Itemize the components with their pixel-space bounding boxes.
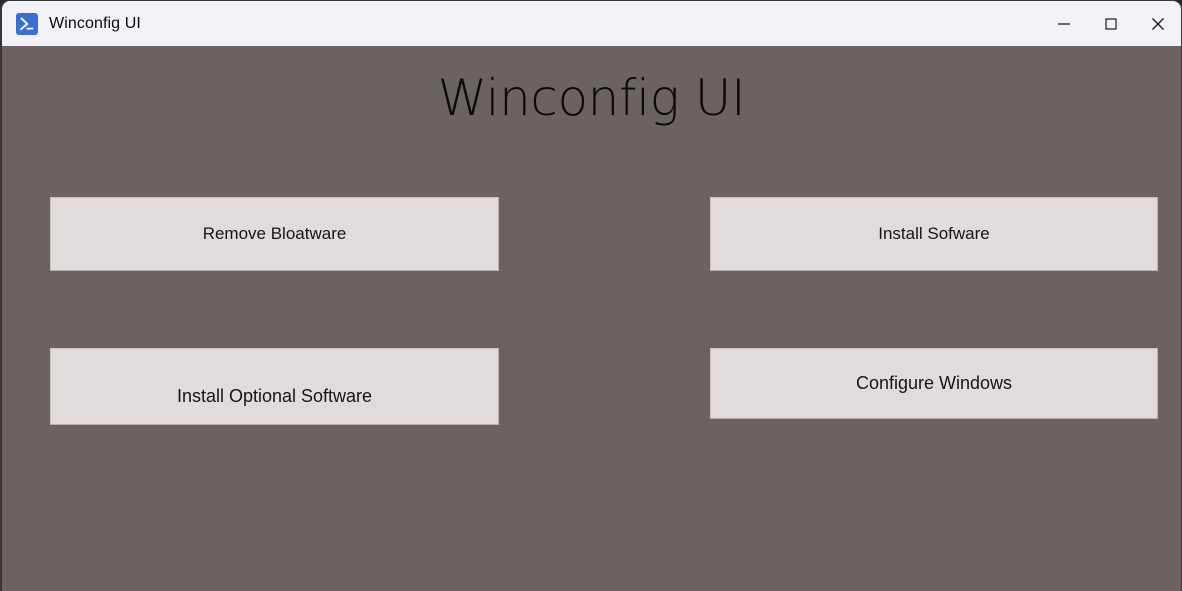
- window-title: Winconfig UI: [49, 14, 141, 32]
- main-content: Winconfig UI Remove Bloatware Install So…: [2, 46, 1181, 591]
- install-optional-software-button[interactable]: Install Optional Software: [50, 348, 499, 425]
- maximize-button[interactable]: [1087, 1, 1134, 46]
- minimize-button[interactable]: [1040, 1, 1087, 46]
- install-software-button[interactable]: Install Sofware: [710, 197, 1158, 271]
- minimize-icon: [1049, 9, 1079, 39]
- title-bar-left: Winconfig UI: [2, 1, 1040, 46]
- remove-bloatware-button[interactable]: Remove Bloatware: [50, 197, 499, 271]
- title-bar[interactable]: Winconfig UI: [2, 1, 1181, 46]
- powershell-icon: [16, 12, 38, 35]
- configure-windows-button[interactable]: Configure Windows: [710, 348, 1158, 419]
- window-controls: [1040, 1, 1181, 46]
- page-title: Winconfig UI: [437, 69, 746, 127]
- maximize-icon: [1096, 9, 1126, 39]
- close-icon: [1143, 9, 1173, 39]
- close-button[interactable]: [1134, 1, 1181, 46]
